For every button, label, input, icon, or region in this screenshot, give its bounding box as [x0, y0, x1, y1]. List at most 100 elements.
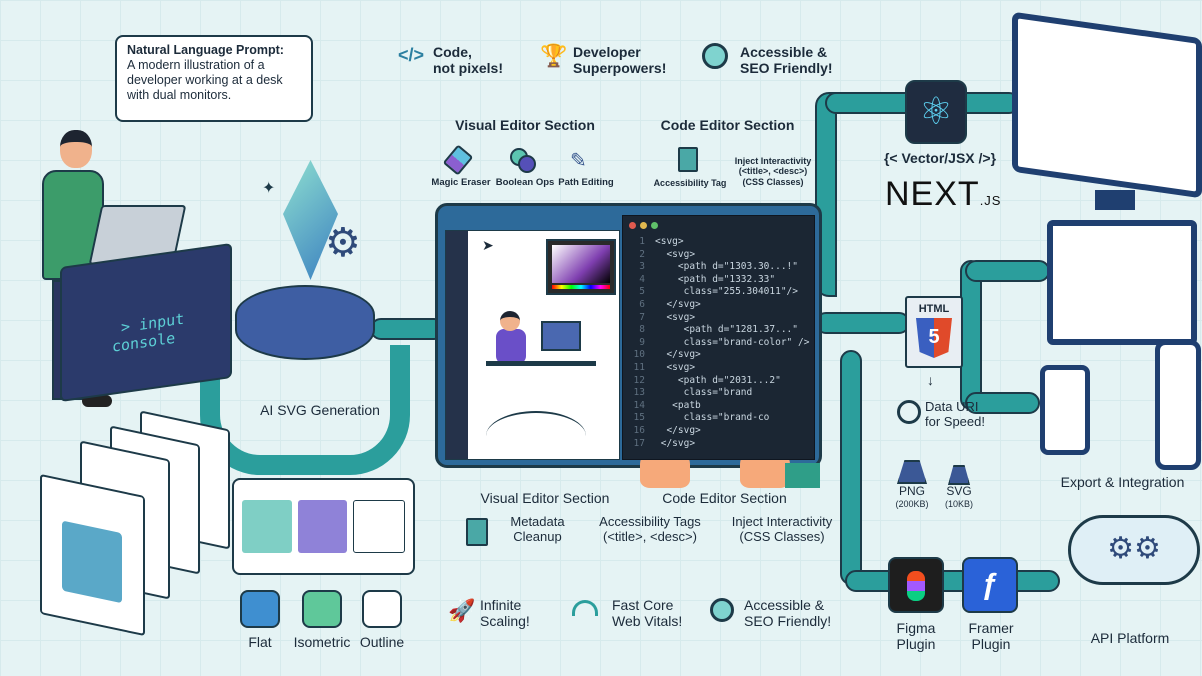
style-label: Outline [359, 634, 405, 650]
badge-fast-core-web-vitals: Fast Core Web Vitals! [612, 597, 683, 630]
outline-thumbnail[interactable] [353, 500, 406, 553]
visual-editor-pane[interactable]: ➤ [445, 230, 620, 460]
document-edit-icon [466, 518, 488, 546]
line-number: 10 [633, 349, 645, 361]
code-text: <svg> [655, 361, 696, 373]
gear-icon: ⚙ [325, 221, 361, 265]
nextjs-suffix: .JS [979, 193, 1002, 208]
code-icon: </> [398, 45, 425, 65]
code-line: 2 <svg> [623, 249, 809, 262]
style-label: Isometric [293, 634, 351, 650]
metadata-cleanup: Metadata Cleanup [510, 514, 565, 544]
export-integration-label: Export & Integration [1060, 474, 1185, 490]
badge-label: Developer Superpowers! [573, 44, 667, 77]
nextjs-wordmark: NEXT [885, 175, 980, 213]
window-controls [629, 222, 658, 229]
code-text: <svg> [655, 311, 696, 323]
close-dot[interactable] [629, 222, 636, 229]
console-label: > input console [112, 309, 185, 356]
mountain-icon [240, 590, 280, 628]
tool-magic-eraser[interactable]: Magic Eraser [431, 177, 491, 188]
second-monitor [1047, 220, 1197, 345]
line-number: 16 [633, 424, 645, 436]
bezier-path[interactable] [486, 411, 586, 461]
tool-inject-interactivity[interactable]: Inject Interactivity (<title>, <desc>) (… [734, 156, 812, 187]
code-text: class="255.304011"/> [655, 286, 798, 298]
tool-accessibility-tag[interactable]: Accessibility Tag [653, 178, 727, 188]
visual-editor-title-top: Visual Editor Section [455, 117, 595, 133]
maximize-dot[interactable] [651, 222, 658, 229]
prompt-text: A modern illustration of a developer wor… [127, 58, 283, 102]
figma-plugin-label: Figma Plugin [896, 620, 936, 653]
svg-size: (10KB) [944, 499, 973, 509]
data-uri-label: Data URI for Speed! [925, 399, 985, 429]
minimize-dot[interactable] [640, 222, 647, 229]
outline-person-icon [362, 590, 402, 628]
svg-label: SVG [946, 484, 972, 498]
line-number: 13 [633, 387, 645, 399]
figma-icon[interactable] [888, 557, 944, 613]
code-line: 7 <svg> [623, 312, 809, 325]
code-text: <svg> [655, 248, 696, 260]
monitor-stand [1095, 190, 1135, 210]
code-line: 12 <path d="2031...2" [623, 375, 809, 388]
code-text: </svg> [655, 437, 696, 449]
rocket-icon: 🚀 [448, 598, 476, 623]
code-text: class="brand-co [655, 412, 770, 424]
style-preview-panel [232, 478, 415, 575]
pipe-to-editor [370, 318, 445, 340]
flat-thumbnail[interactable] [242, 500, 292, 553]
arrow-down-icon: ↓ [927, 372, 934, 388]
line-number: 7 [639, 311, 645, 323]
png-size: (200KB) [895, 499, 929, 509]
weight-svg-icon [948, 465, 970, 485]
code-line: 17 </svg> [623, 438, 809, 451]
line-number: 6 [639, 298, 645, 310]
framer-icon[interactable]: ƒ [962, 557, 1018, 613]
code-line: 6 </svg> [623, 299, 809, 312]
pipe-mid-right [960, 260, 982, 410]
badge-label: Accessible & SEO Friendly! [740, 44, 833, 77]
isometric-thumbnail[interactable] [297, 500, 348, 553]
line-number: 12 [633, 374, 645, 386]
nextjs-logo: NEXT.JS [885, 175, 1001, 214]
line-number: 4 [639, 273, 645, 285]
line-number: 9 [639, 336, 645, 348]
line-number: 2 [639, 248, 645, 260]
code-editor-title-top: Code Editor Section [660, 117, 795, 133]
line-number: 5 [639, 286, 645, 298]
document-edit-icon [678, 147, 698, 172]
code-line: 4 <path d="1332.33" [623, 274, 809, 287]
search-person-icon [702, 43, 728, 69]
code-line: 11 <svg> [623, 362, 809, 375]
code-line: 16 </svg> [623, 425, 809, 438]
badge-accessible-seo-bottom: Accessible & SEO Friendly! [744, 597, 832, 630]
line-number: 3 [639, 261, 645, 273]
png-label: PNG [898, 484, 925, 498]
color-picker[interactable] [546, 239, 616, 295]
tool-sidebar [446, 231, 468, 459]
code-editor-pane[interactable]: 1<svg>2 <svg>3 <path d="1303.30...!"4 <p… [622, 215, 815, 460]
cloud-api-icon[interactable]: ⚙⚙ [1068, 515, 1200, 585]
gauge-icon [572, 600, 598, 616]
code-line: 15 class="brand-co [623, 412, 809, 425]
inject-interactivity: Inject Interactivity (CSS Classes) [731, 514, 833, 544]
style-label: Flat [248, 634, 272, 650]
code-line: 13 class="brand [623, 387, 809, 400]
framer-plugin-label: Framer Plugin [968, 620, 1014, 653]
trophy-icon: 🏆 [540, 43, 568, 68]
code-text: <patb [655, 399, 701, 411]
phone [1155, 340, 1201, 470]
code-line: 9 class="brand-color" /> [623, 337, 809, 350]
tool-boolean-ops[interactable]: Boolean Ops [495, 177, 555, 188]
react-icon: ⚛ [905, 80, 967, 144]
ai-svg-generation-label: AI SVG Generation [260, 402, 380, 418]
tool-path-editing[interactable]: Path Editing [558, 177, 614, 188]
line-number: 15 [633, 412, 645, 424]
cursor-icon: ➤ [482, 237, 494, 253]
front-style-card[interactable] [40, 473, 145, 637]
line-number: 8 [639, 324, 645, 336]
code-text: <svg> [655, 236, 684, 247]
accessibility-tags: Accessibility Tags (<title>, <desc>) [599, 514, 701, 544]
html-label: HTML [918, 303, 950, 315]
